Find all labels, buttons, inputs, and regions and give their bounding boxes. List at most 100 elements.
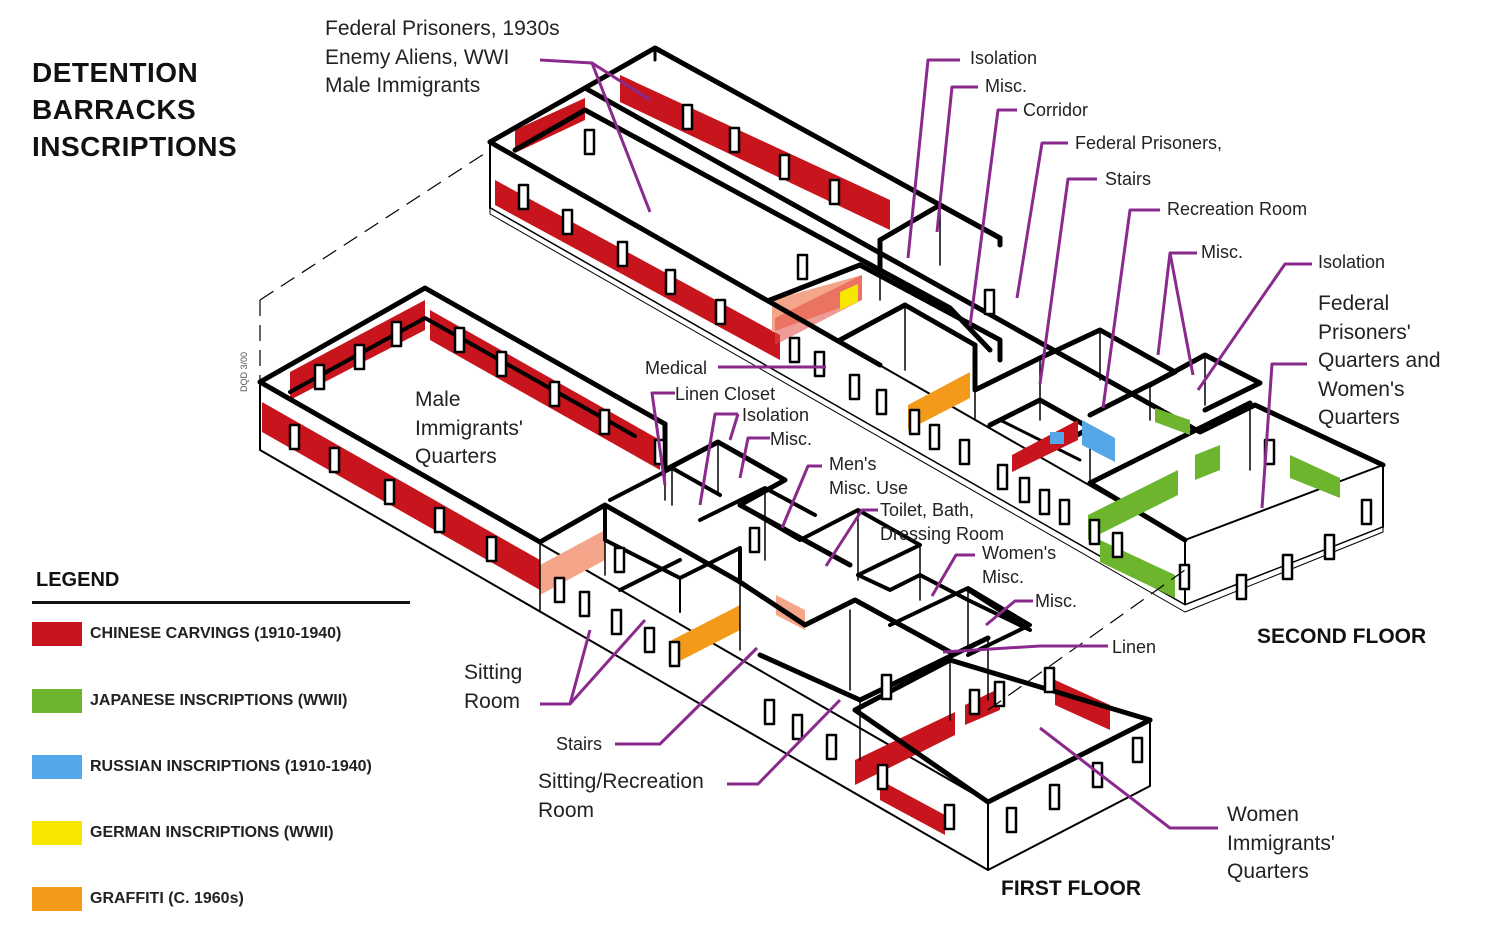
callout-line: Male [415,388,461,411]
first-floor-windows [288,320,1144,834]
legend-label: GRAFFITI (C. 1960s) [90,890,244,907]
callout-line: Enemy Aliens, WWI [325,45,510,69]
second-floor-wall [972,342,1043,393]
second-floor-outer-wall [487,85,1386,468]
second-floor-wall [877,202,1003,248]
second-floor-front-left-wall [489,141,1186,606]
first-floor-outer-wall [257,285,668,427]
callout-line: Women's [1318,377,1405,401]
japanese-inscription-band [1195,445,1220,480]
legend-swatch-chinese [32,622,82,646]
chinese-carving-band [495,180,780,360]
callout-line: Toilet, Bath, [880,500,975,520]
second-floor-wall [857,262,1003,363]
callout-line: Room [538,798,595,822]
legend-item-japanese: JAPANESE INSCRIPTIONS (WWII) [32,688,348,714]
floor-connector-lines [259,149,1186,711]
japanese-inscription-band [1155,408,1190,435]
callout-stairs-second: Stairs [1105,169,1152,189]
legend-swatch-graffiti [32,887,82,911]
callout-misc: Misc. [1201,242,1243,262]
callout-sitting-recreation-room: Sitting/Recreation Room [538,768,704,825]
second-floor-front-right-wall [1184,464,1384,606]
callout-line: Sitting/Recreation [538,770,704,793]
callout-linen-closet: Linen Closet [675,384,776,404]
first-floor-wall [888,586,1032,657]
first-floor-label: FIRST FLOOR [1001,877,1141,900]
legend-label: RUSSIAN INSCRIPTIONS (1910-1940) [90,758,372,775]
callout-line: Women [1227,803,1299,826]
callout-line: Men's [829,454,877,474]
callout-male-immigrants-quarters: Male Immigrants' Quarters [415,386,523,472]
legend-swatch-japanese [32,689,82,713]
title-line: INSCRIPTIONS [32,131,238,162]
callout-line: Quarters [415,445,497,468]
callout-federal-womens-quarters: Federal Prisoners' Quarters and Women's … [1318,290,1441,433]
callout-line: Sitting [464,661,523,684]
callout-line: Immigrants' [1227,831,1335,855]
callout-line: Misc. [982,567,1024,587]
callout-isolation: Isolation [1318,252,1386,272]
callout-sitting-room: Sitting Room [464,659,522,716]
japanese-inscription-band [1290,455,1340,498]
chinese-carving-band [965,688,1000,725]
callout-line: Quarters and [1318,349,1441,372]
chinese-carving-band [880,780,945,835]
callout-corridor: Corridor [1023,100,1089,120]
graffiti-mark [908,372,970,430]
diagram-title: DETENTION BARRACKS INSCRIPTIONS [32,54,237,165]
callout-line: Male Immigrants [325,74,481,97]
callout-line: Quarters [1227,860,1309,883]
legend-label: GERMAN INSCRIPTIONS (WWII) [90,824,334,841]
legend-swatch-german [32,821,82,845]
german-inscription-mark [840,284,858,310]
callout-federal-prisoners: Federal Prisoners, [1075,133,1223,153]
legend-item-russian: RUSSIAN INSCRIPTIONS (1910-1940) [32,754,372,780]
callout-misc: Misc. [770,429,812,449]
callout-recreation-room: Recreation Room [1167,199,1308,219]
legend-item-chinese: CHINESE CARVINGS (1910-1940) [32,621,341,647]
callout-women-immigrants-quarters: Women Immigrants' Quarters [1227,801,1335,887]
second-floor-label: SECOND FLOOR [1257,625,1427,648]
first-floor-inner-wall [288,316,637,438]
callout-womens-misc: Women's Misc. [982,541,1056,589]
legend-divider [32,601,410,604]
second-floor-wall [1147,352,1263,413]
title-line: BARRACKS [32,94,197,125]
chinese-carving-band [1055,680,1110,730]
callout-federal-prisoners-1930s: Federal Prisoners, 1930s Enemy Aliens, W… [325,15,560,101]
callout-line: Misc. Use [829,478,909,498]
callout-medical: Medical [645,358,708,378]
first-floor-building [257,285,1153,871]
second-floor-building [487,45,1386,613]
second-floor-wall [767,262,863,303]
graffiti-mark [672,605,740,665]
second-floor-wall [998,418,1082,462]
callout-line: Women's [982,543,1057,563]
legend-label: JAPANESE INSCRIPTIONS (WWII) [90,692,348,709]
first-floor-wall [618,558,682,592]
second-floor-wall [1087,400,1253,486]
first-floor-wall [852,707,1153,805]
legend-swatch-russian [32,755,82,779]
callout-line: Immigrants' [415,416,523,440]
drawing-stamp: DQD 3/00 [239,351,249,392]
first-floor-wall [257,379,743,585]
second-floor-windows [517,103,1373,601]
russian-inscription-mark [1050,432,1064,444]
russian-inscription-mark [1082,420,1115,462]
second-floor-wall [487,139,883,368]
callout-line: Federal [1318,292,1390,315]
callout-leader-lines [539,58,1312,830]
title-line: DETENTION [32,57,199,88]
callout-line: Room [464,689,521,713]
japanese-inscription-band [1088,470,1178,540]
callout-mens-misc-use: Men's Misc. Use [829,452,908,500]
legend-item-graffiti: GRAFFITI (C. 1960s) [32,886,244,912]
callout-line: Quarters [1318,406,1400,429]
callout-misc: Misc. [1035,591,1077,611]
callout-line: Dressing Room [880,524,1005,544]
first-floor-wall [737,579,953,655]
